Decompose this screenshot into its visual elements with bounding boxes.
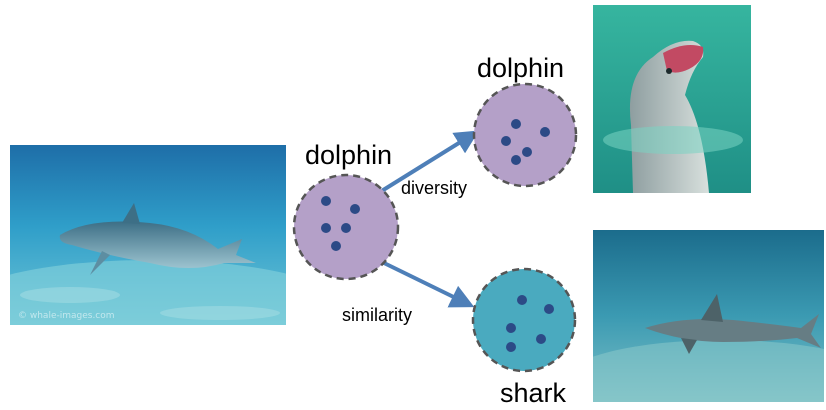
embedding-dot — [522, 147, 532, 157]
embedding-dot — [506, 342, 516, 352]
embedding-dot — [501, 136, 511, 146]
embedding-dot — [350, 204, 360, 214]
similarity-label: similarity — [342, 305, 412, 326]
embedding-dot — [536, 334, 546, 344]
shark-similarity-circle — [473, 269, 575, 371]
embedding-dot — [321, 196, 331, 206]
center-dolphin-label: dolphin — [305, 140, 392, 171]
diversity-label: diversity — [401, 178, 467, 199]
embedding-dot — [321, 223, 331, 233]
embedding-dot — [511, 119, 521, 129]
top-dolphin-label: dolphin — [477, 53, 564, 84]
embedding-dot — [331, 241, 341, 251]
embedding-dot — [540, 127, 550, 137]
shark-label: shark — [500, 378, 566, 409]
embedding-dot — [511, 155, 521, 165]
embedding-dot — [544, 304, 554, 314]
embedding-dot — [341, 223, 351, 233]
embedding-dot — [517, 295, 527, 305]
embedding-dot — [506, 323, 516, 333]
dolphin-diversity-circle — [474, 84, 576, 186]
similarity-arrow — [382, 262, 470, 305]
